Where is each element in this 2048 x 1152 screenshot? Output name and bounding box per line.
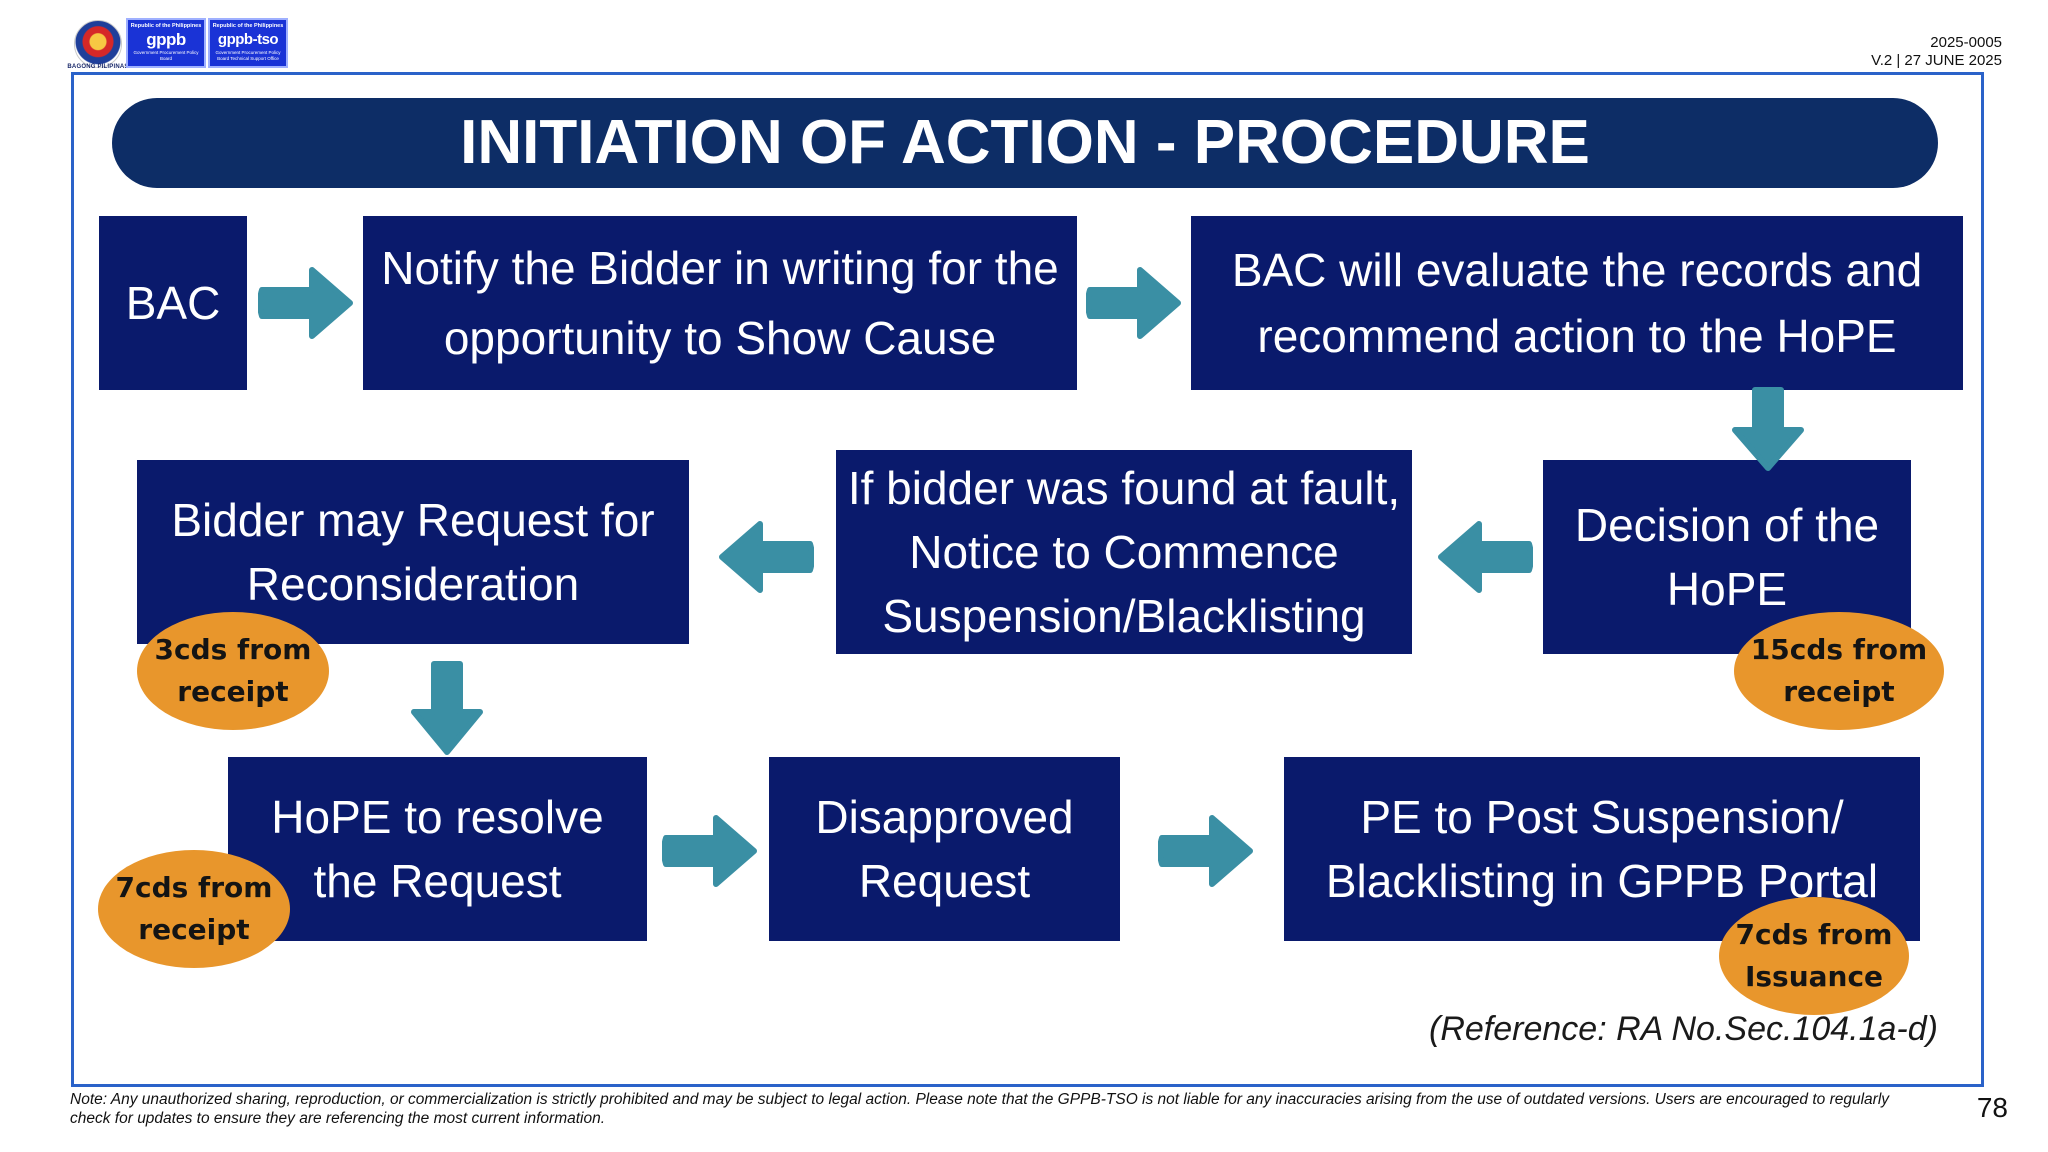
reference-citation: (Reference: RA No.Sec.104.1a-d) <box>1429 1010 1938 1048</box>
document-number: 2025-0005 <box>1930 34 2002 51</box>
seal-caption: BAGONG PILIPINAS <box>67 64 129 70</box>
arrow-right-icon <box>258 266 354 340</box>
step-bac: BAC <box>99 216 247 390</box>
badge-decision-duration: 15cds from receipt <box>1734 612 1944 730</box>
step-notice-commence: If bidder was found at fault, Notice to … <box>836 450 1412 654</box>
disclaimer-note: Note: Any unauthorized sharing, reproduc… <box>70 1091 1890 1127</box>
step-disapproved-request: Disapproved Request <box>769 757 1120 941</box>
gppb-logo-bottom-text: Government Procurement Policy Board <box>133 50 199 61</box>
step-notify-bidder: Notify the Bidder in writing for the opp… <box>363 216 1077 390</box>
slide-frame <box>71 72 1984 1087</box>
gppb-tso-logo: Republic of the Philippines gppb-tso Gov… <box>208 18 288 68</box>
document-version: V.2 | 27 JUNE 2025 <box>1871 52 2002 69</box>
badge-resolve-duration: 7cds from receipt <box>98 850 290 968</box>
gppb-logo-top-text: Republic of the Philippines <box>130 23 202 29</box>
gppb-logo: Republic of the Philippines gppb Governm… <box>126 18 206 68</box>
arrow-left-icon <box>718 520 814 594</box>
gppb-tso-logo-top-text: Republic of the Philippines <box>212 23 284 29</box>
arrow-right-icon <box>662 814 758 888</box>
badge-reconsideration-duration: 3cds from receipt <box>137 612 329 730</box>
bagong-pilipinas-seal-icon <box>74 20 122 68</box>
gppb-logo-mark: gppb <box>146 30 186 49</box>
document-code: 2025-0005 V.2 | 27 JUNE 2025 <box>1871 34 2002 70</box>
page-number: 78 <box>1976 1092 2008 1123</box>
arrow-right-icon <box>1158 814 1254 888</box>
arrow-down-icon <box>410 660 484 756</box>
arrow-left-icon <box>1437 520 1533 594</box>
step-post-suspension: PE to Post Suspension/ Blacklisting in G… <box>1284 757 1920 941</box>
arrow-down-icon <box>1731 386 1805 472</box>
step-hope-resolve: HoPE to resolve the Request <box>228 757 647 941</box>
arrow-right-icon <box>1086 266 1182 340</box>
step-bac-evaluate: BAC will evaluate the records and recomm… <box>1191 216 1963 390</box>
slide-title: INITIATION OF ACTION - PROCEDURE <box>112 98 1938 188</box>
gppb-tso-logo-mark: gppb-tso <box>217 31 279 48</box>
gppb-tso-logo-bottom-text: Government Procurement Policy Board Tech… <box>215 50 281 61</box>
badge-post-duration: 7cds from Issuance <box>1719 897 1909 1015</box>
